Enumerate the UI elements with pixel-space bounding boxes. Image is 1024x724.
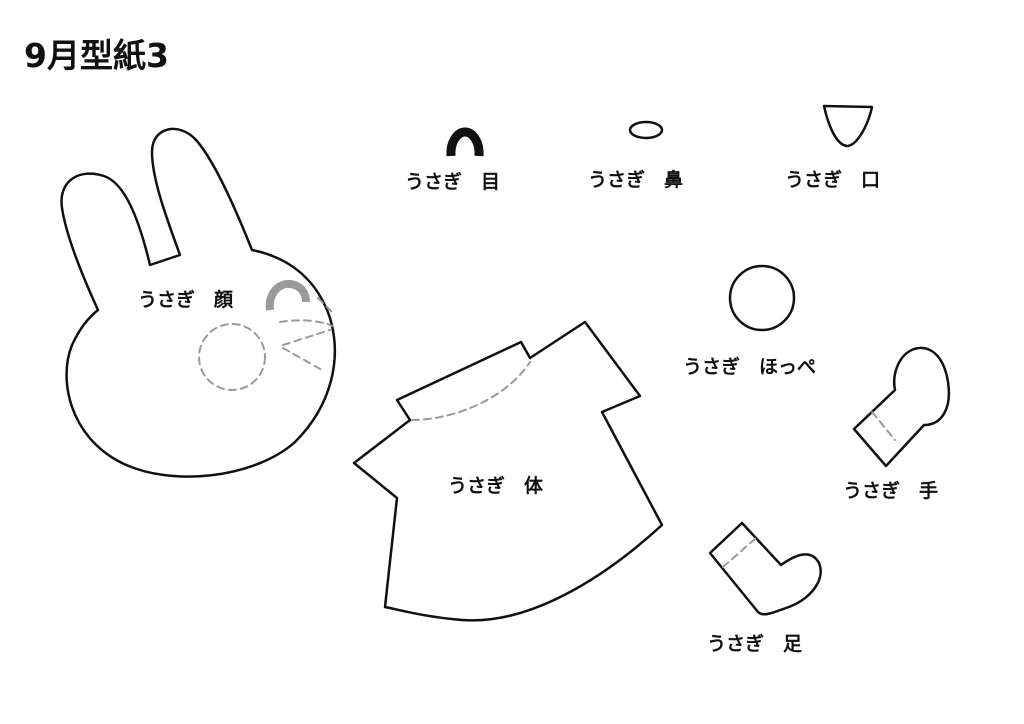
- label-eye: うさぎ 目: [405, 171, 501, 193]
- mouth-placement-dashed: [279, 297, 333, 371]
- label-cheek: うさぎ ほっぺ: [683, 356, 817, 378]
- mouth-piece-outline: [822, 104, 874, 148]
- body-neckline-dashed: [411, 361, 531, 421]
- cheek-placement-dashed: [198, 323, 266, 391]
- foot-piece-outline: [708, 521, 822, 616]
- label-mouth: うさぎ 口: [785, 169, 881, 191]
- label-body: うさぎ 体: [448, 475, 544, 497]
- body-piece-outline: [352, 320, 664, 622]
- foot-seam-dashed: [722, 537, 757, 568]
- label-hand: うさぎ 手: [843, 480, 939, 502]
- eye-placement-marker: [265, 279, 310, 311]
- nose-piece-outline: [628, 120, 664, 140]
- label-face: うさぎ 顔: [138, 289, 234, 311]
- label-foot: うさぎ 足: [707, 633, 803, 655]
- hand-seam-dashed: [871, 411, 896, 441]
- cheek-piece-outline: [728, 264, 796, 332]
- eye-piece-shape: [446, 127, 484, 157]
- hand-piece-outline: [852, 346, 951, 468]
- face-piece-outline: [60, 127, 337, 478]
- page-title: 9月型紙3: [24, 36, 169, 75]
- label-nose: うさぎ 鼻: [588, 169, 684, 191]
